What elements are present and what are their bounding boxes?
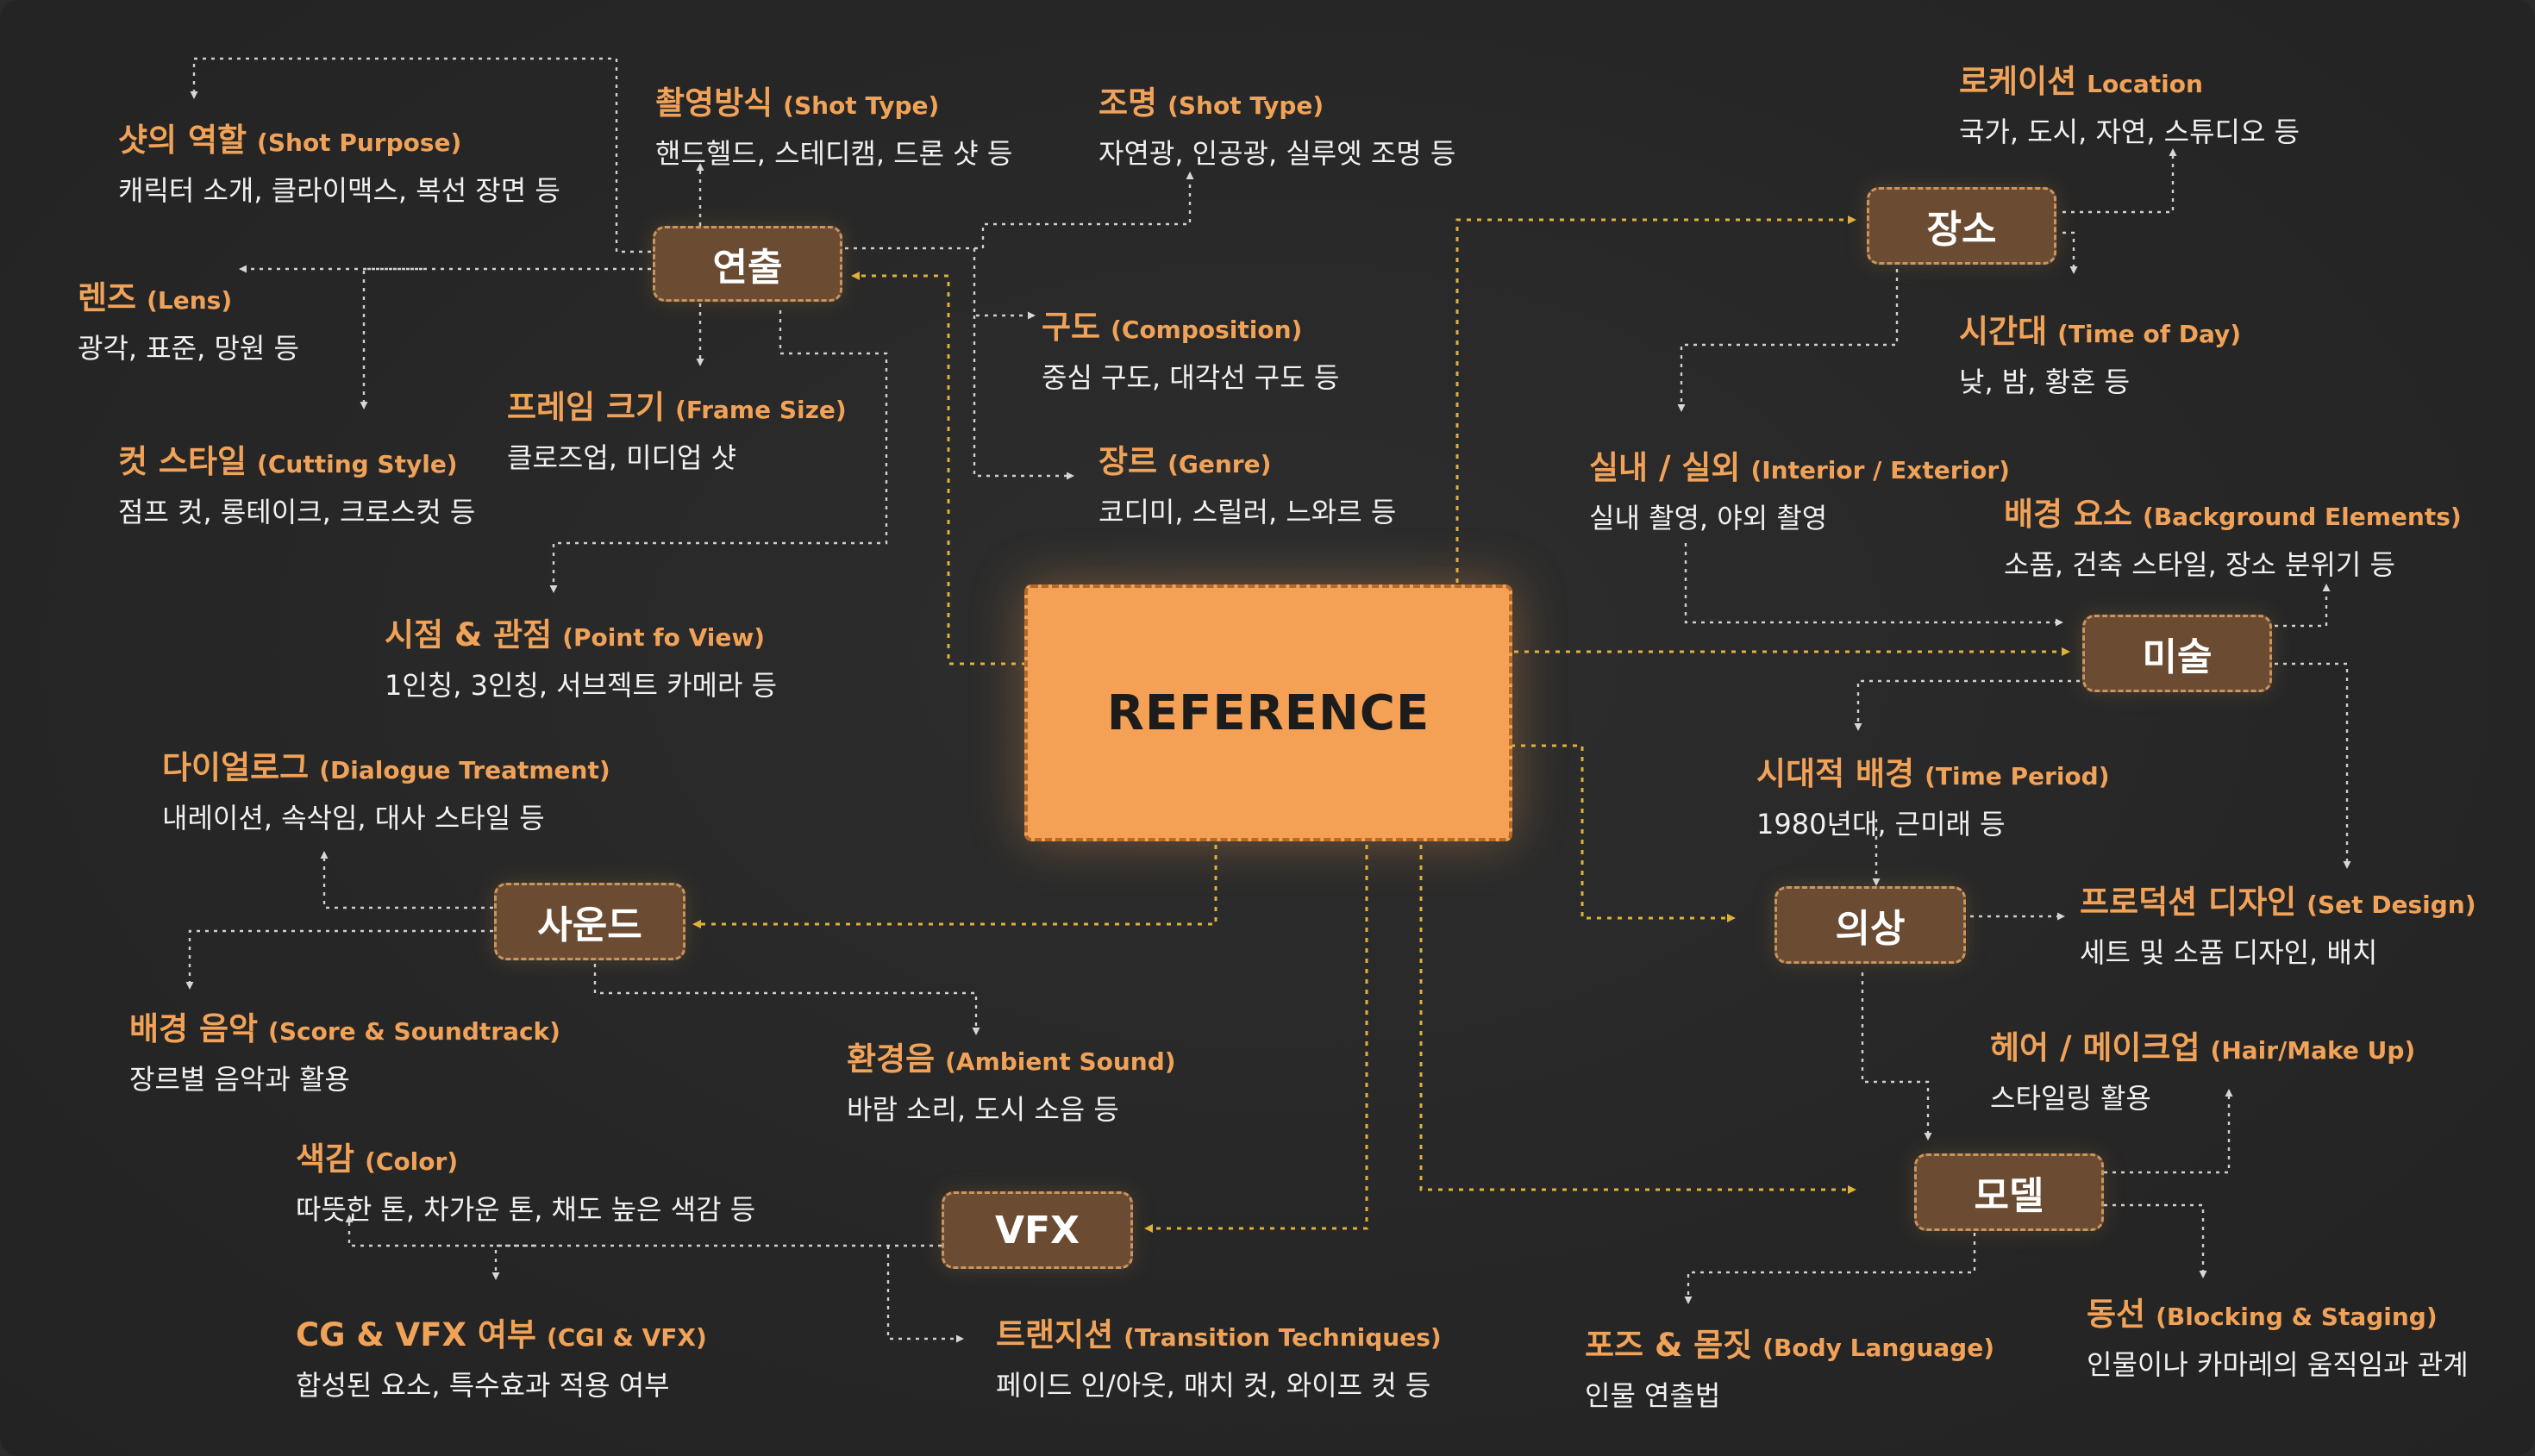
topic-background-elements: 배경 요소(Background Elements) 소품, 건축 스타일, 장… xyxy=(2004,496,2462,581)
topic-cg-vfx: CG & VFX 여부(CGI & VFX) 합성된 요소, 특수효과 적용 여… xyxy=(296,1316,707,1402)
group-node-vfx[interactable]: VFX xyxy=(942,1191,1133,1269)
group-node-costume[interactable]: 의상 xyxy=(1774,886,1966,964)
topic-set-design: 프로덕션 디자인(Set Design) 세트 및 소품 디자인, 배치 xyxy=(2080,884,2476,969)
topic-cutting-style: 컷 스타일(Cutting Style) 점프 컷, 롱테이크, 크로스컷 등 xyxy=(118,443,476,528)
group-label: 모델 xyxy=(1974,1174,2044,1218)
center-label: REFERENCE xyxy=(1106,684,1430,741)
topic-shot-type: 촬영방식(Shot Type) 핸드헬드, 스테디캠, 드론 샷 등 xyxy=(655,84,1013,170)
topic-lighting: 조명(Shot Type) 자연광, 인공광, 실루엣 조명 등 xyxy=(1098,84,1456,170)
topic-color: 색감(Color) 따뜻한 톤, 차가운 톤, 채도 높은 색감 등 xyxy=(296,1140,756,1226)
topic-hair-makeup: 헤어 / 메이크업(Hair/Make Up) 스타일링 활용 xyxy=(1990,1029,2416,1115)
topic-body-language: 포즈 & 몸짓(Body Language) 인물 연출법 xyxy=(1585,1327,1994,1412)
group-label: 장소 xyxy=(1926,208,1997,252)
topic-score: 배경 음악(Score & Soundtrack) 장르별 음악과 활용 xyxy=(129,1010,560,1096)
topic-composition: 구도(Composition) 중심 구도, 대각선 구도 등 xyxy=(1042,309,1340,394)
topic-blocking: 동선(Blocking & Staging) 인물이나 카마레의 움직임과 관계 xyxy=(2087,1296,2469,1381)
topic-ambient: 환경음(Ambient Sound) 바람 소리, 도시 소음 등 xyxy=(847,1040,1176,1126)
topic-lens: 렌즈(Lens) 광각, 표준, 망원 등 xyxy=(78,279,299,365)
center-reference-node[interactable]: REFERENCE xyxy=(1024,584,1512,841)
topic-transition: 트랜지션(Transition Techniques) 페이드 인/아웃, 매치… xyxy=(996,1316,1442,1402)
topic-dialogue: 다이얼로그(Dialogue Treatment) 내레이션, 속삭임, 대사 … xyxy=(162,749,610,834)
topic-frame-size: 프레임 크기(Frame Size) 클로즈업, 미디업 샷 xyxy=(507,389,847,474)
group-label: 연출 xyxy=(712,246,783,290)
group-label: 의상 xyxy=(1835,907,1906,951)
group-node-art[interactable]: 미술 xyxy=(2082,615,2272,692)
group-node-sound[interactable]: 사운드 xyxy=(494,883,685,960)
topic-time-period: 시대적 배경(Time Period) 1980년대, 근미래 등 xyxy=(1756,755,2110,840)
topic-pov: 시점 & 관점(Point fo View) 1인칭, 3인칭, 서브젝트 카메… xyxy=(385,616,778,702)
group-node-directing[interactable]: 연출 xyxy=(653,226,842,302)
topic-shot-purpose: 샷의 역할(Shot Purpose) 캐릭터 소개, 클라이맥스, 복선 장면… xyxy=(118,122,560,207)
group-label: VFX xyxy=(994,1208,1080,1253)
topic-genre: 장르(Genre) 코디미, 스릴러, 느와르 등 xyxy=(1098,443,1397,528)
group-label: 미술 xyxy=(2142,635,2213,679)
topic-time-of-day: 시간대(Time of Day) 낮, 밤, 황혼 등 xyxy=(1959,313,2242,398)
group-node-location[interactable]: 장소 xyxy=(1867,187,2056,265)
group-label: 사운드 xyxy=(537,903,642,947)
group-node-model[interactable]: 모델 xyxy=(1914,1153,2104,1231)
topic-interior-exterior: 실내 / 실외(Interior / Exterior) 실내 촬영, 야외 촬… xyxy=(1589,449,2010,534)
